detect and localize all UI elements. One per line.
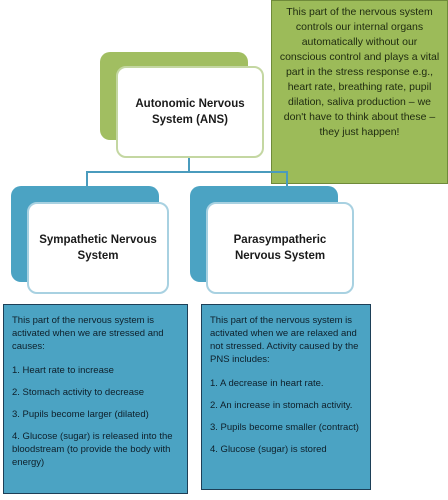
ans-node: Autonomic Nervous System (ANS): [116, 66, 264, 158]
connector-right-drop: [286, 171, 288, 187]
ans-node-label: Autonomic Nervous System (ANS): [135, 98, 245, 126]
sympathetic-item: 2. Stomach activity to decrease: [12, 387, 145, 398]
sympathetic-item: 1. Heart rate to increase: [12, 365, 114, 376]
sympathetic-node: Sympathetic Nervous System: [27, 202, 169, 294]
sympathetic-node-label: Sympathetic Nervous System: [39, 234, 157, 262]
ans-description-note: This part of the nervous system controls…: [271, 0, 448, 184]
sympathetic-item: 4. Glucose (sugar) is released into the …: [12, 431, 173, 468]
connector-left-drop: [86, 171, 88, 187]
parasympathetic-item: 2. An increase in stomach activity.: [210, 400, 353, 411]
parasympathetic-description: This part of the nervous system is activ…: [201, 304, 371, 490]
connector-vertical-main: [188, 158, 190, 172]
parasympathetic-item: 1. A decrease in heart rate.: [210, 378, 324, 389]
sympathetic-intro: This part of the nervous system is activ…: [12, 315, 164, 352]
sympathetic-description: This part of the nervous system is activ…: [3, 304, 188, 494]
sympathetic-item: 3. Pupils become larger (dilated): [12, 409, 149, 420]
parasympathetic-node: Parasympatheric Nervous System: [206, 202, 354, 294]
parasympathetic-item: 3. Pupils become smaller (contract): [210, 422, 359, 433]
parasympathetic-node-label: Parasympatheric Nervous System: [233, 234, 327, 262]
parasympathetic-item: 4. Glucose (sugar) is stored: [210, 444, 327, 455]
connector-horizontal: [86, 171, 288, 173]
parasympathetic-intro: This part of the nervous system is activ…: [210, 315, 359, 365]
